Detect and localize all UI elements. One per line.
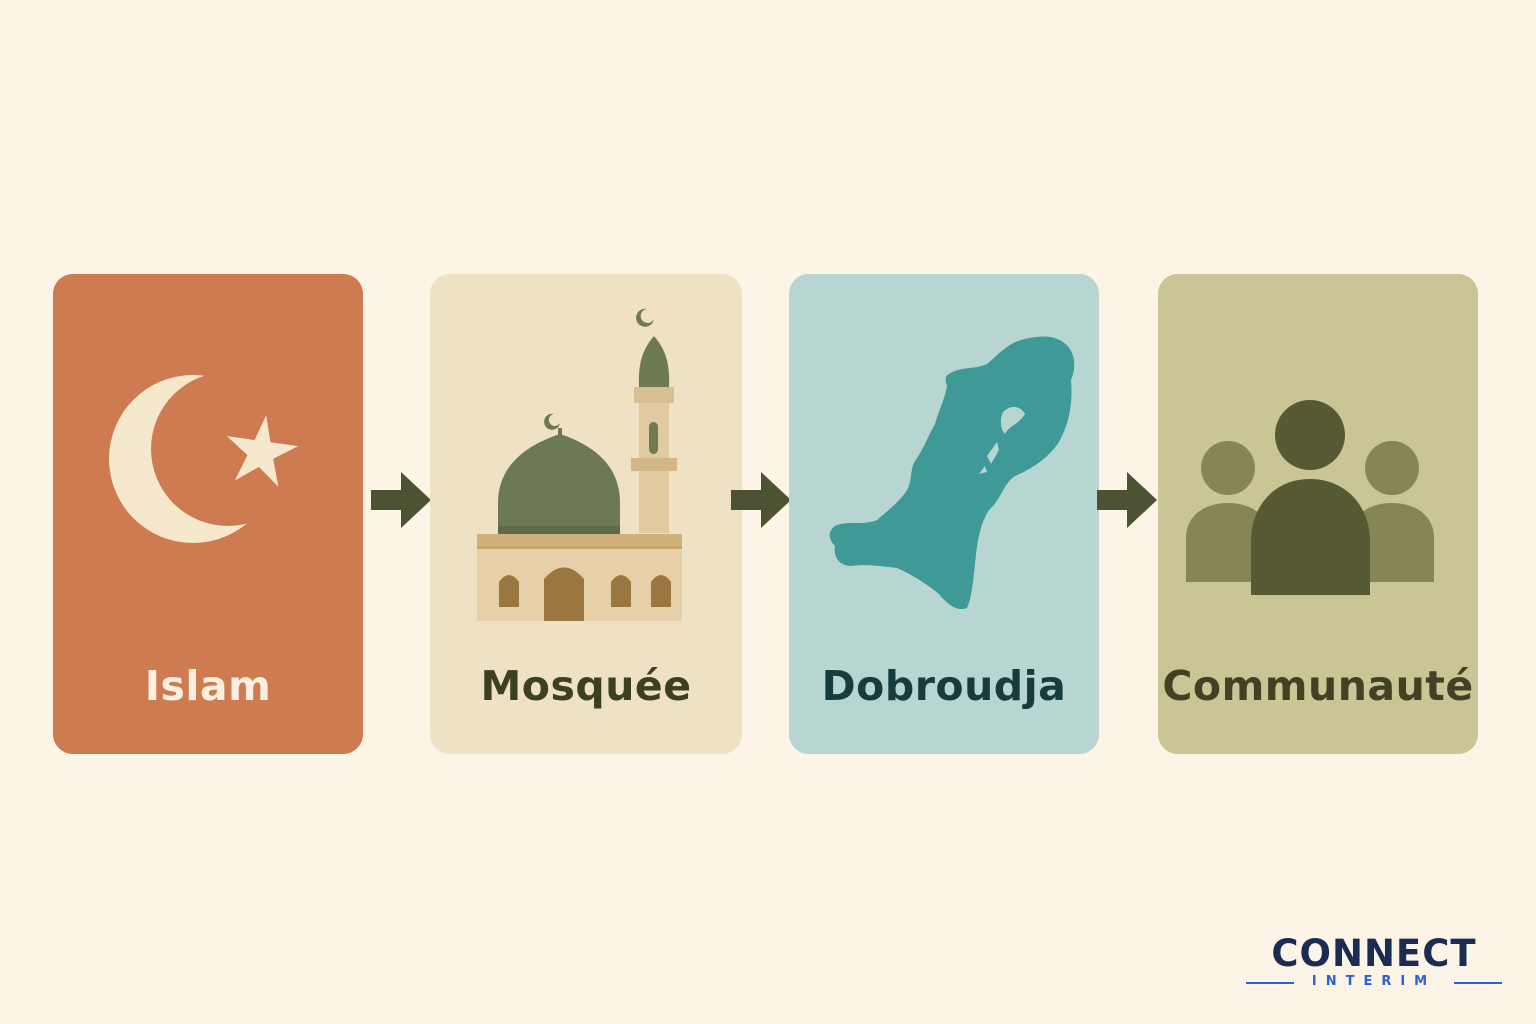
step-label: Communauté <box>1162 662 1474 710</box>
logo-accent-line-left <box>1246 982 1294 984</box>
step-label: Mosquée <box>480 662 692 710</box>
arrow-right-icon <box>731 472 791 528</box>
crescent-star-icon <box>53 274 363 754</box>
step-label: Islam <box>144 662 272 710</box>
connect-interim-logo: CONNECT INTERIM <box>1246 934 1502 994</box>
step-label: Dobroudja <box>821 662 1067 710</box>
step-card-dobroudja: Dobroudja <box>789 274 1099 754</box>
arrow-right-icon <box>1097 472 1157 528</box>
logo-subtitle: INTERIM <box>1311 974 1437 989</box>
arrow-right-icon <box>371 472 431 528</box>
people-group-icon <box>1158 274 1478 754</box>
logo-accent-line-right <box>1454 982 1502 984</box>
step-card-community: Communauté <box>1158 274 1478 754</box>
logo-wordmark: CONNECT <box>1271 932 1477 975</box>
mosque-icon <box>430 274 742 754</box>
step-card-mosque: Mosquée <box>430 274 742 754</box>
step-card-islam: Islam <box>53 274 363 754</box>
dobroudja-map-icon <box>789 274 1099 754</box>
